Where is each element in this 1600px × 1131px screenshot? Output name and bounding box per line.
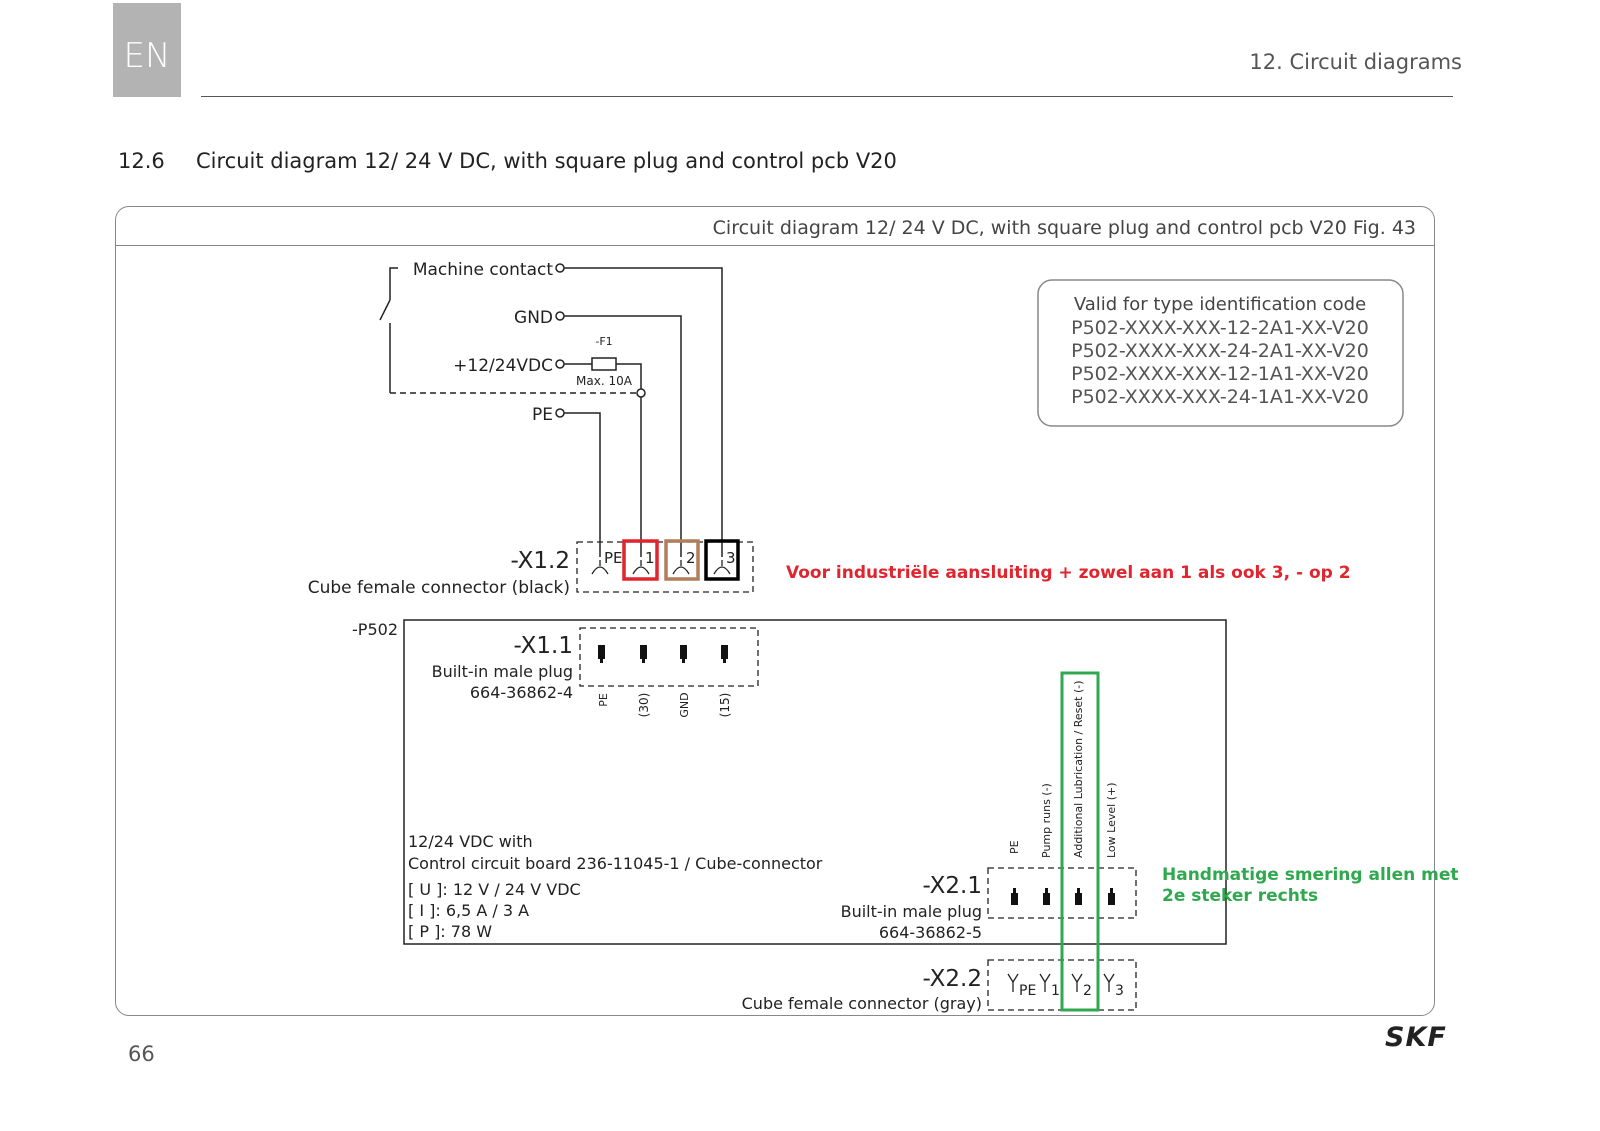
machine-contact-label: Machine contact [413,260,554,280]
pin-3-highlight [704,539,740,581]
x21-pin-label: Additional Lubrication / Reset (-) [1072,680,1085,858]
x12-pin-2: 2 [686,549,696,567]
fuse-rating: Max. 10A [576,374,633,388]
x12-pin-3: 3 [726,549,736,567]
x11-line1: Built-in male plug [432,662,573,681]
fuse-name: -F1 [595,335,612,348]
type-code: P502-XXXX-XXX-12-2A1-XX-V20 [1071,317,1369,339]
x21-pin-label: Low Level (+) [1105,783,1118,859]
x21-pin-label: PE [1008,840,1021,854]
type-code: P502-XXXX-XXX-24-2A1-XX-V20 [1071,340,1369,362]
x21-pin-label: Pump runs (-) [1040,783,1053,858]
header-divider [201,96,1453,97]
page-number: 66 [128,1042,155,1066]
x22-description: Cube female connector (gray) [742,994,982,1013]
x22-pin-3: 3 [1115,983,1124,999]
x12-description: Cube female connector (black) [308,578,570,598]
x22-pin-pe: PE [1019,983,1036,999]
board-voltage: [ U ]: 12 V / 24 V VDC [408,880,581,899]
x12-pin-1: 1 [645,549,655,567]
type-code: P502-XXXX-XXX-24-1A1-XX-V20 [1071,386,1369,408]
x11-line2: 664-36862-4 [470,683,573,702]
x12-id: -X1.2 [511,548,571,574]
pin-1-highlight [622,539,659,581]
x11-pin-label: PE [597,693,610,707]
figure-caption: Circuit diagram 12/ 24 V DC, with square… [712,217,1416,239]
x11-pin-label: (30) [637,693,651,718]
x11-pin-label: (15) [718,693,732,718]
pin-2-highlight [664,539,700,581]
manual-lubrication-note-line1: Handmatige smering allen met [1162,865,1459,885]
skf-logo: SKF [1385,1022,1447,1053]
pump-outline [403,619,1227,945]
gnd-label: GND [514,308,553,328]
x22-pin-1: 1 [1051,983,1060,999]
board-line1: 12/24 VDC with [408,832,533,851]
pe-label: PE [532,405,553,425]
x11-pin-label: GND [678,692,691,717]
language-tab: EN [113,3,181,97]
x11-connector: PE (30) GND (15) [579,627,759,718]
x21-line2: 664-36862-5 [879,923,982,942]
validity-heading: Valid for type identification code [1074,294,1366,315]
board-current: [ I ]: 6,5 A / 3 A [408,901,529,920]
chapter-title: 12. Circuit diagrams [1249,50,1462,74]
input-wiring [379,263,723,557]
supply-label: +12/24VDC [453,356,553,376]
figure-caption-divider [116,245,1434,246]
figure-frame: Circuit diagram 12/ 24 V DC, with square… [115,206,1435,1016]
section-heading: 12.6 Circuit diagram 12/ 24 V DC, with sq… [118,149,897,173]
x12-pin-pe: PE [604,549,623,567]
board-line2: Control circuit board 236-11045-1 / Cube… [408,854,823,873]
manual-lubrication-note-line2: 2e steker rechts [1162,886,1318,906]
type-code: P502-XXXX-XXX-12-1A1-XX-V20 [1071,363,1369,385]
section-number: 12.6 [118,149,165,173]
x21-connector: PE Pump runs (-) Additional Lubrication … [987,680,1137,919]
x11-id: -X1.1 [514,633,574,659]
x21-line1: Built-in male plug [841,902,982,921]
x22-id: -X2.2 [923,966,983,992]
x22-pin-2: 2 [1083,983,1092,999]
industrial-connection-note: Voor industriële aansluiting + zowel aan… [786,563,1351,583]
section-title-text: Circuit diagram 12/ 24 V DC, with square… [196,149,897,173]
validity-box: Valid for type identification code P502-… [1037,279,1404,427]
x21-id: -X2.1 [923,873,983,899]
additional-lubrication-highlight [1060,671,1100,1012]
board-power: [ P ]: 78 W [408,922,492,941]
x12-connector: PE 1 2 3 [576,539,754,593]
pump-id: -P502 [352,620,398,639]
